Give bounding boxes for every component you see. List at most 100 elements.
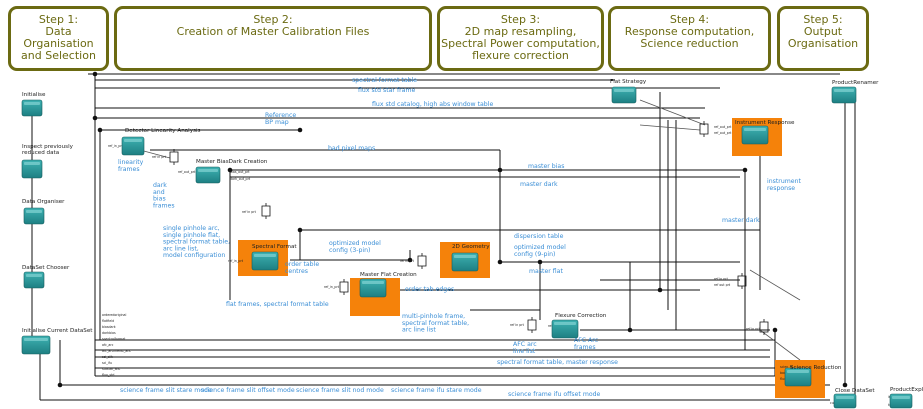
step-3-text: Step 3: 2D map resampling, Spectral Powe… [441,13,600,62]
port-label: ref_in_prt [324,285,340,289]
port-label: ref in prt [510,323,525,327]
port-label: afc_arc [102,343,114,347]
actor-product-explorer[interactable] [889,393,913,409]
actor-spectral-format[interactable] [251,251,279,271]
port-label: bias_out_prt [230,170,250,174]
junction-dot [657,287,663,293]
junction-dot [297,127,303,133]
actor-label-instrument-response: Instrument Response [735,120,795,126]
actor-detector-linearity[interactable] [121,136,145,156]
switch-glyph [759,319,769,335]
junction-dot [497,259,503,265]
actor-label-close-dataset: Close DataSet [835,388,875,394]
actor-product-renamer[interactable] [831,86,857,104]
actor-label-master-bias-dark: Master BiasDark Creation [196,159,268,165]
actor-label-flat-strategy: Flat Strategy [610,79,647,85]
actor-geometry-2d[interactable] [451,252,479,272]
actor-label-master-flat: Master Flat Creation [360,272,417,278]
junction-dot [537,259,543,265]
actor-close-dataset[interactable] [833,393,857,409]
edge-label-science-frame-offset: science frame slit offset mode [201,387,295,394]
edge-label-master-flat: master flat [529,268,563,275]
actor-shine [744,128,766,131]
actor-label-flexure-correction: Flexure Correction [555,313,607,319]
actor-science-reduction[interactable] [784,367,812,387]
switch-glyph [169,149,179,165]
actor-label-dataset-chooser: DataSet Chooser [22,265,70,271]
junction-dot [627,327,633,333]
actor-flat-strategy[interactable] [611,86,637,104]
port-label: orderedoriginal [102,313,126,317]
actor-label-geometry-2d: 2D Geometry [452,244,490,250]
actor-shine [24,338,48,341]
actor-flexure-correction[interactable] [551,319,579,339]
step-4-text: Step 4: Response computation, Science re… [624,13,755,50]
step-2-text: Step 2: Creation of Master Calibration F… [176,13,370,38]
actor-shine [554,322,576,325]
junction-dot [227,167,233,173]
edge-label-flux-std-star-frame: flux std star frame [358,87,415,94]
actor-shine [836,396,854,399]
switch-glyph [339,279,349,295]
edge-label-master-dark-top: master dark [520,181,558,188]
actor-data-organiser[interactable] [23,207,45,225]
actor-initialise-current-dataset[interactable] [21,335,51,355]
edge-label-science-frame-stare: science frame slit stare mode [120,387,212,394]
wire [139,149,171,159]
actor-shine [26,274,42,277]
junction-dot [57,382,63,388]
step-4-box: Step 4: Response computation, Science re… [608,6,771,71]
port-label: ref in prt [400,259,415,263]
edge-label-order-tab-edges: order tab edges [405,286,454,293]
junction-dot [92,71,98,77]
port-label: ref_in_prt [108,144,124,148]
junction-dot [97,127,103,133]
actor-shine [198,169,218,172]
wire [749,269,801,301]
junction-dot [772,327,778,333]
wire [759,329,801,361]
edge-label-flux-std-catalog: flux std catalog, high abs window table [372,101,493,108]
junction-dot [742,167,748,173]
step-1-text: Step 1: Data Organisation and Selection [21,13,96,62]
port-label: ref in prt [152,155,167,159]
edge-label-single-pinhole: single pinhole arc,single pinhole flat,s… [163,225,230,259]
port-label: ref_out_prt [714,125,732,129]
actor-label-data-organiser: Data Organiser [22,199,65,205]
actor-master-flat[interactable] [359,278,387,298]
edge-label-dispersion-table: dispersion table [514,233,564,240]
step-1-box: Step 1: Data Organisation and Selection [8,6,109,71]
port-label: spectralformat [102,337,126,341]
switch-glyph [527,317,537,333]
actor-label-initialise-current-dataset: Initialise Current DataSet [22,328,93,334]
edge-label-spectral-format-table: spectral format table [352,77,417,84]
actor-initialise[interactable] [21,99,43,117]
actor-shine [362,281,384,284]
actor-label-product-explorer: ProductExpl [890,387,923,393]
actor-label-detector-linearity: Detector Linearity Analysis [125,128,201,134]
actor-instrument-response[interactable] [741,125,769,145]
actor-shine [614,89,634,92]
step-3-box: Step 3: 2D map resampling, Spectral Powe… [437,6,604,71]
junction-dot [92,115,98,121]
port-label: ref in prt [714,277,729,281]
junction-dot [497,167,503,173]
actor-master-bias-dark[interactable] [195,166,221,184]
junction-dots [57,71,848,388]
actor-dataset-chooser[interactable] [23,271,45,289]
port-label: ref in prt [242,210,257,214]
actor-inspect[interactable] [21,159,43,179]
edge-label-multi-pinhole: multi-pinhole frame,spectral format tabl… [402,313,469,334]
actor-label-initialise: Initialise [22,92,46,98]
port-label: ref in prt [746,327,761,331]
edge-label-science-frame-nod: science frame slit nod mode [296,387,384,394]
actor-shine [124,139,142,142]
edge-label-science-frame-ifu-stare: science frame ifu stare mode [391,387,482,394]
